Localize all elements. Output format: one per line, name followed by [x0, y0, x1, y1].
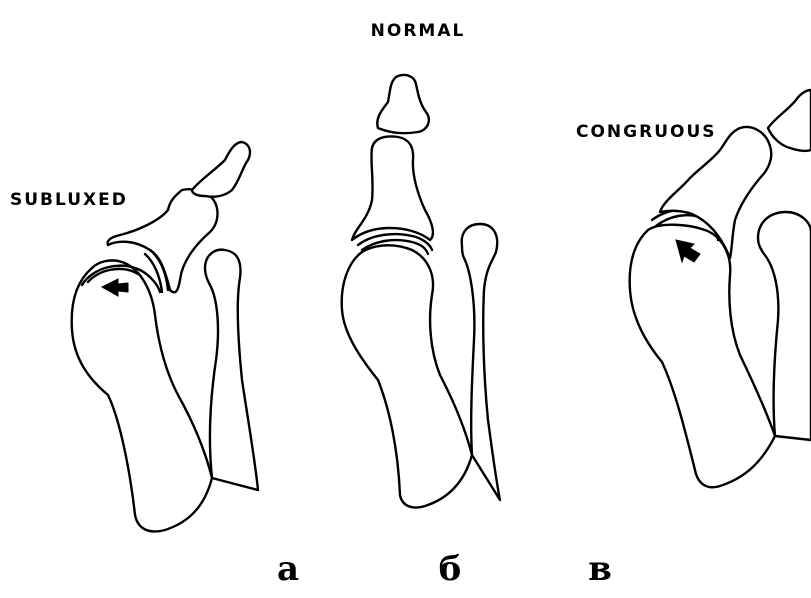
metacarpal-a [72, 260, 212, 531]
distal-phalanx-c [768, 90, 811, 151]
panel-normal [342, 75, 500, 507]
label-normal: NORMAL [371, 21, 466, 41]
distal-phalanx-b [377, 75, 429, 133]
panel-letter-a: а [277, 549, 299, 589]
label-congruous: CONGRUOUS [576, 122, 717, 142]
second-metacarpal-c [758, 212, 811, 440]
panel-congruous [630, 90, 811, 487]
metacarpal-b [342, 245, 472, 507]
proximal-phalanx-b [352, 136, 433, 240]
metacarpal-c [630, 225, 775, 488]
label-subluxed: SUBLUXED [10, 190, 128, 210]
distal-phalanx-a [192, 142, 250, 197]
panel-letter-c: в [588, 549, 612, 589]
panel-letter-b: б [439, 549, 462, 589]
second-metacarpal-a [205, 250, 258, 490]
